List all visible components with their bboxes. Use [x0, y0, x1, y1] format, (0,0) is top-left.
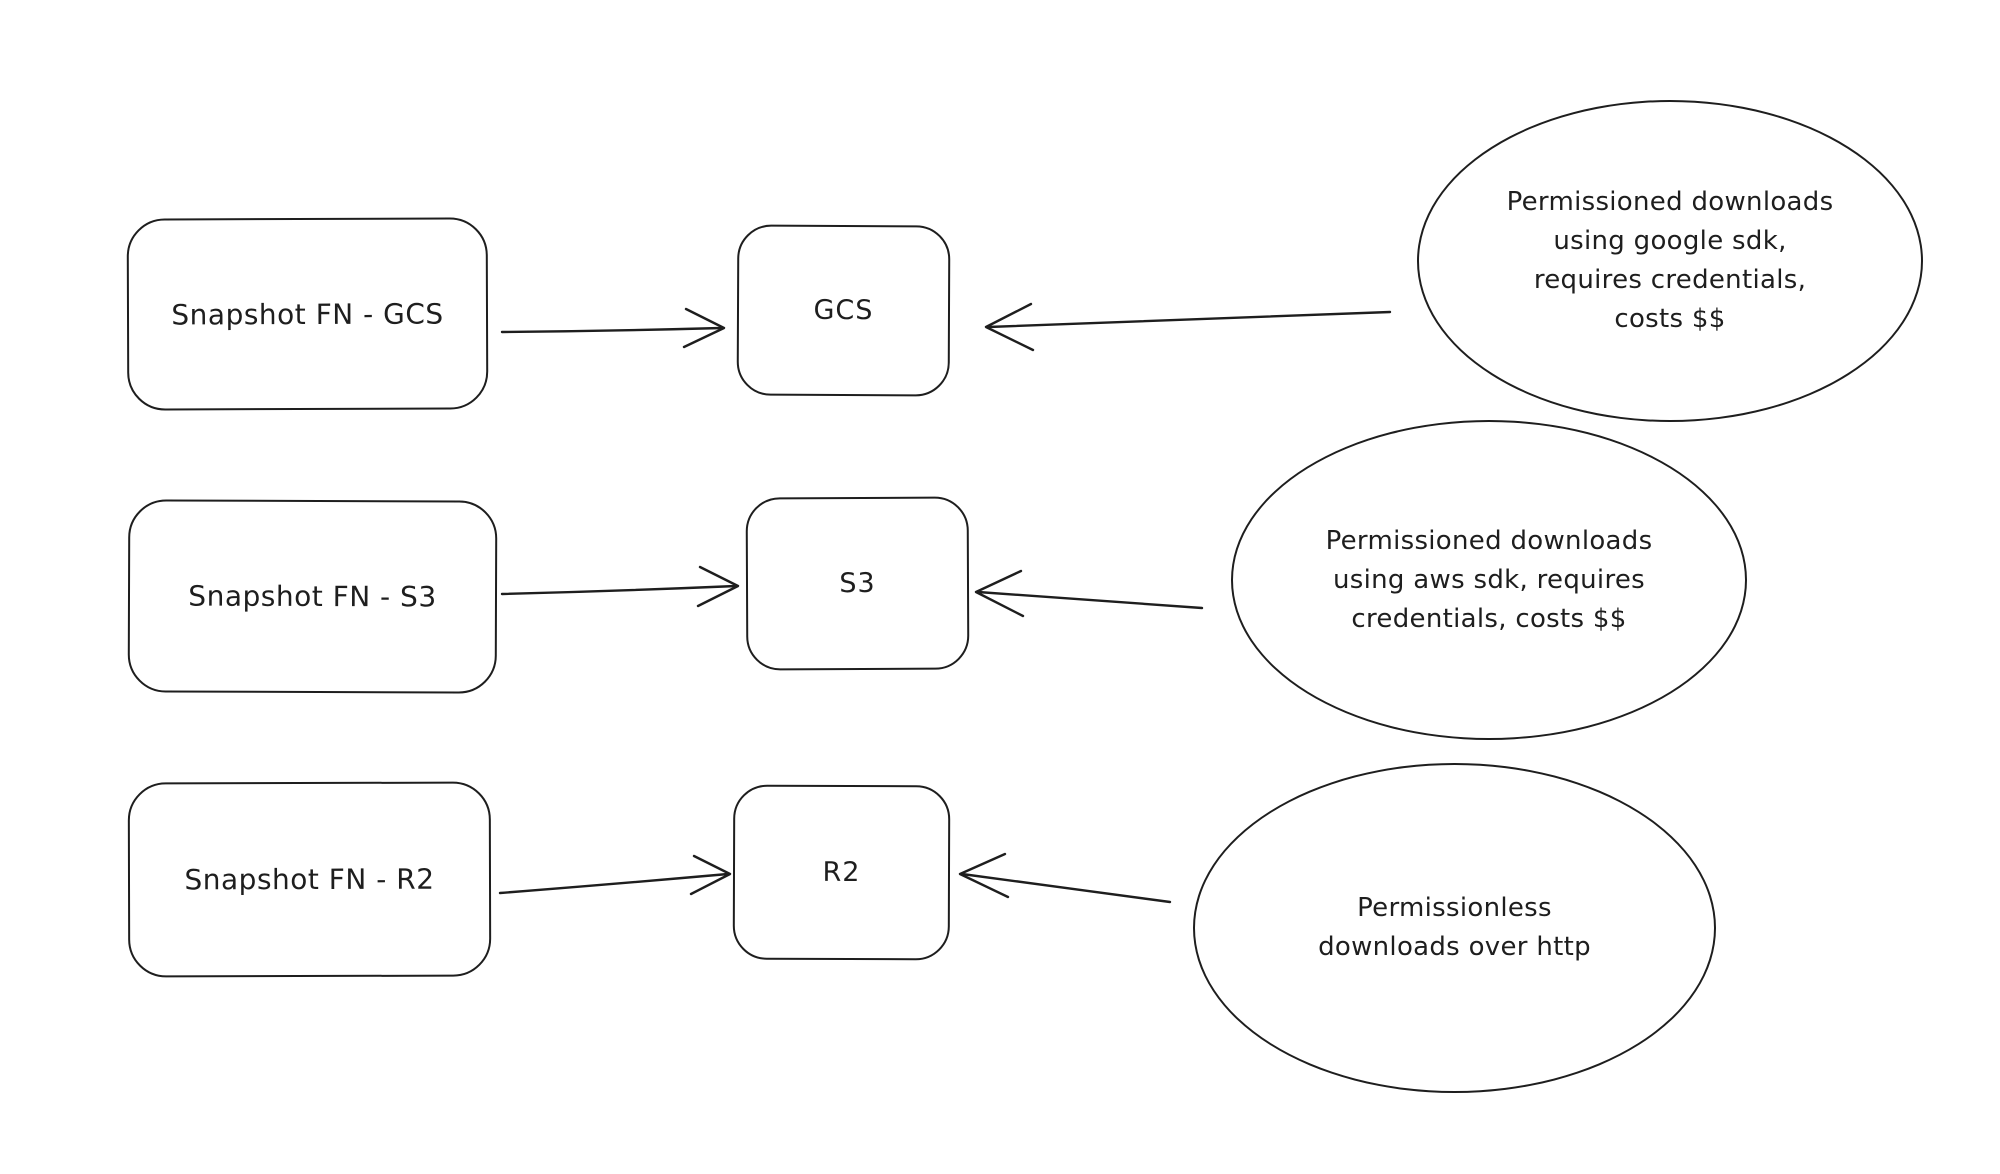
note-line: Permissioned downloads — [1506, 187, 1834, 217]
note-line: Permissionless — [1357, 893, 1552, 923]
note-r2-downloads: Permissionless downloads over http — [1193, 763, 1716, 1093]
note-line: using google sdk, — [1553, 226, 1787, 256]
node-gcs: GCS — [736, 224, 951, 397]
node-snapshot-fn-gcs: Snapshot FN - GCS — [126, 217, 489, 411]
node-s3: S3 — [745, 496, 970, 671]
node-label: Snapshot FN - S3 — [188, 579, 437, 614]
node-label: GCS — [813, 294, 874, 327]
node-label: S3 — [839, 567, 876, 600]
note-line: using aws sdk, requires — [1332, 564, 1646, 595]
arrow-note-to-r2 — [958, 852, 1172, 904]
note-s3-downloads: Permissioned downloads using aws sdk, re… — [1231, 420, 1747, 740]
node-label: Snapshot FN - R2 — [184, 862, 435, 897]
node-label: Snapshot FN - GCS — [171, 297, 444, 331]
node-snapshot-fn-s3: Snapshot FN - S3 — [127, 499, 498, 694]
arrow-snapshot-gcs-to-gcs — [500, 307, 726, 349]
arrow-note-to-gcs — [984, 302, 1392, 352]
note-text: Permissionless downloads over http — [1318, 889, 1591, 967]
arrow-snapshot-r2-to-r2 — [498, 854, 732, 896]
node-snapshot-fn-r2: Snapshot FN - R2 — [127, 781, 492, 978]
note-line: Permissioned downloads — [1325, 525, 1653, 556]
node-label: R2 — [822, 856, 861, 889]
arrow-note-to-s3 — [974, 569, 1204, 618]
note-line: requires credentials, — [1533, 265, 1807, 295]
note-line: downloads over http — [1318, 932, 1591, 962]
note-text: Permissioned downloads using google sdk,… — [1507, 183, 1834, 339]
note-line: costs $$ — [1614, 304, 1726, 334]
note-line: credentials, costs $$ — [1351, 603, 1627, 634]
note-text: Permissioned downloads using aws sdk, re… — [1326, 522, 1653, 639]
note-gcs-downloads: Permissioned downloads using google sdk,… — [1417, 100, 1923, 422]
arrow-snapshot-s3-to-s3 — [500, 565, 740, 608]
node-r2: R2 — [732, 784, 951, 961]
